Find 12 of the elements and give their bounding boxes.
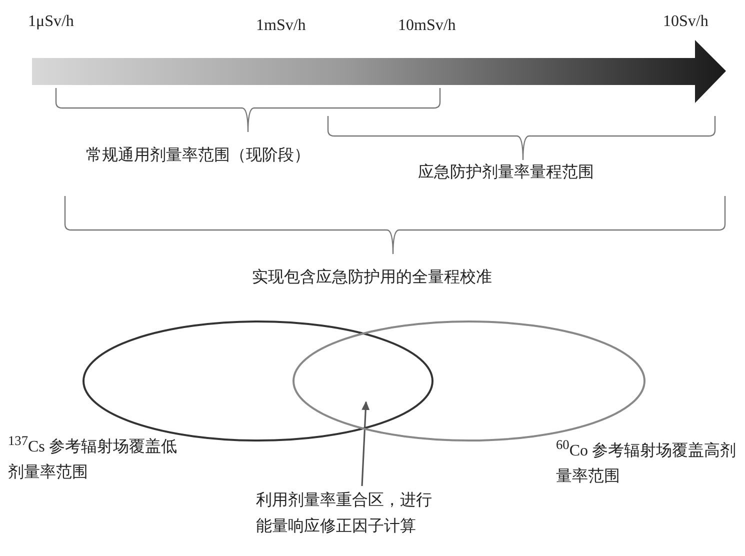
tick-label: 1μSv/h: [28, 12, 74, 32]
tick-label: 10mSv/h: [398, 16, 456, 36]
range-label: 应急防护剂量率量程范围: [418, 163, 594, 183]
range-label: 常规通用剂量率范围（现阶段）: [86, 146, 310, 166]
range-label: 实现包含应急防护用的全量程校准: [252, 268, 492, 288]
tick-label: 1mSv/h: [256, 16, 306, 36]
ellipse: [292, 320, 646, 442]
annotation-text: 利用剂量率重合区，进行能量响应修正因子计算: [256, 490, 433, 537]
annotation-text: $^{60}$Co 参考辐射场覆盖高剂量率范围: [556, 436, 737, 488]
annotation-text: $^{137}$Cs 参考辐射场覆盖低剂量率范围: [8, 432, 178, 484]
tick-label: 10Sv/h: [663, 12, 708, 32]
leader-arrow: [361, 401, 370, 486]
